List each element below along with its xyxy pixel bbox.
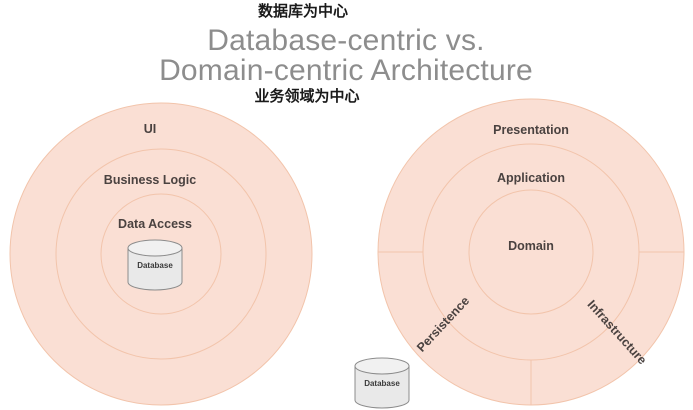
right-architecture-diagram: Presentation Application Domain Persiste… bbox=[377, 98, 685, 406]
left-architecture-diagram: UI Business Logic Data Access Database bbox=[9, 102, 313, 406]
ring-label-presentation: Presentation bbox=[493, 123, 569, 137]
ring-label-data-access: Data Access bbox=[118, 217, 192, 231]
cylinder-label: Database bbox=[137, 261, 173, 270]
ring-label-business-logic: Business Logic bbox=[104, 173, 196, 187]
ring-label-application: Application bbox=[497, 171, 565, 185]
cylinder-body bbox=[127, 247, 183, 291]
database-cylinder-floating[interactable]: Database bbox=[354, 357, 410, 409]
ring-label-domain: Domain bbox=[508, 239, 554, 253]
cylinder-body bbox=[354, 365, 410, 409]
ring-label-ui: UI bbox=[144, 122, 157, 136]
cylinder-top bbox=[354, 357, 410, 375]
top-chinese-note: 数据库为中心 bbox=[258, 2, 348, 20]
cylinder-label: Database bbox=[364, 379, 400, 388]
cylinder-top bbox=[127, 239, 183, 257]
bottom-chinese-note: 业务领域为中心 bbox=[254, 87, 359, 105]
title-line-2: Domain-centric Architecture bbox=[159, 54, 533, 87]
database-cylinder-left[interactable]: Database bbox=[127, 239, 183, 291]
ring-domain[interactable] bbox=[468, 189, 594, 315]
title-line-1: Database-centric vs. bbox=[207, 24, 484, 57]
